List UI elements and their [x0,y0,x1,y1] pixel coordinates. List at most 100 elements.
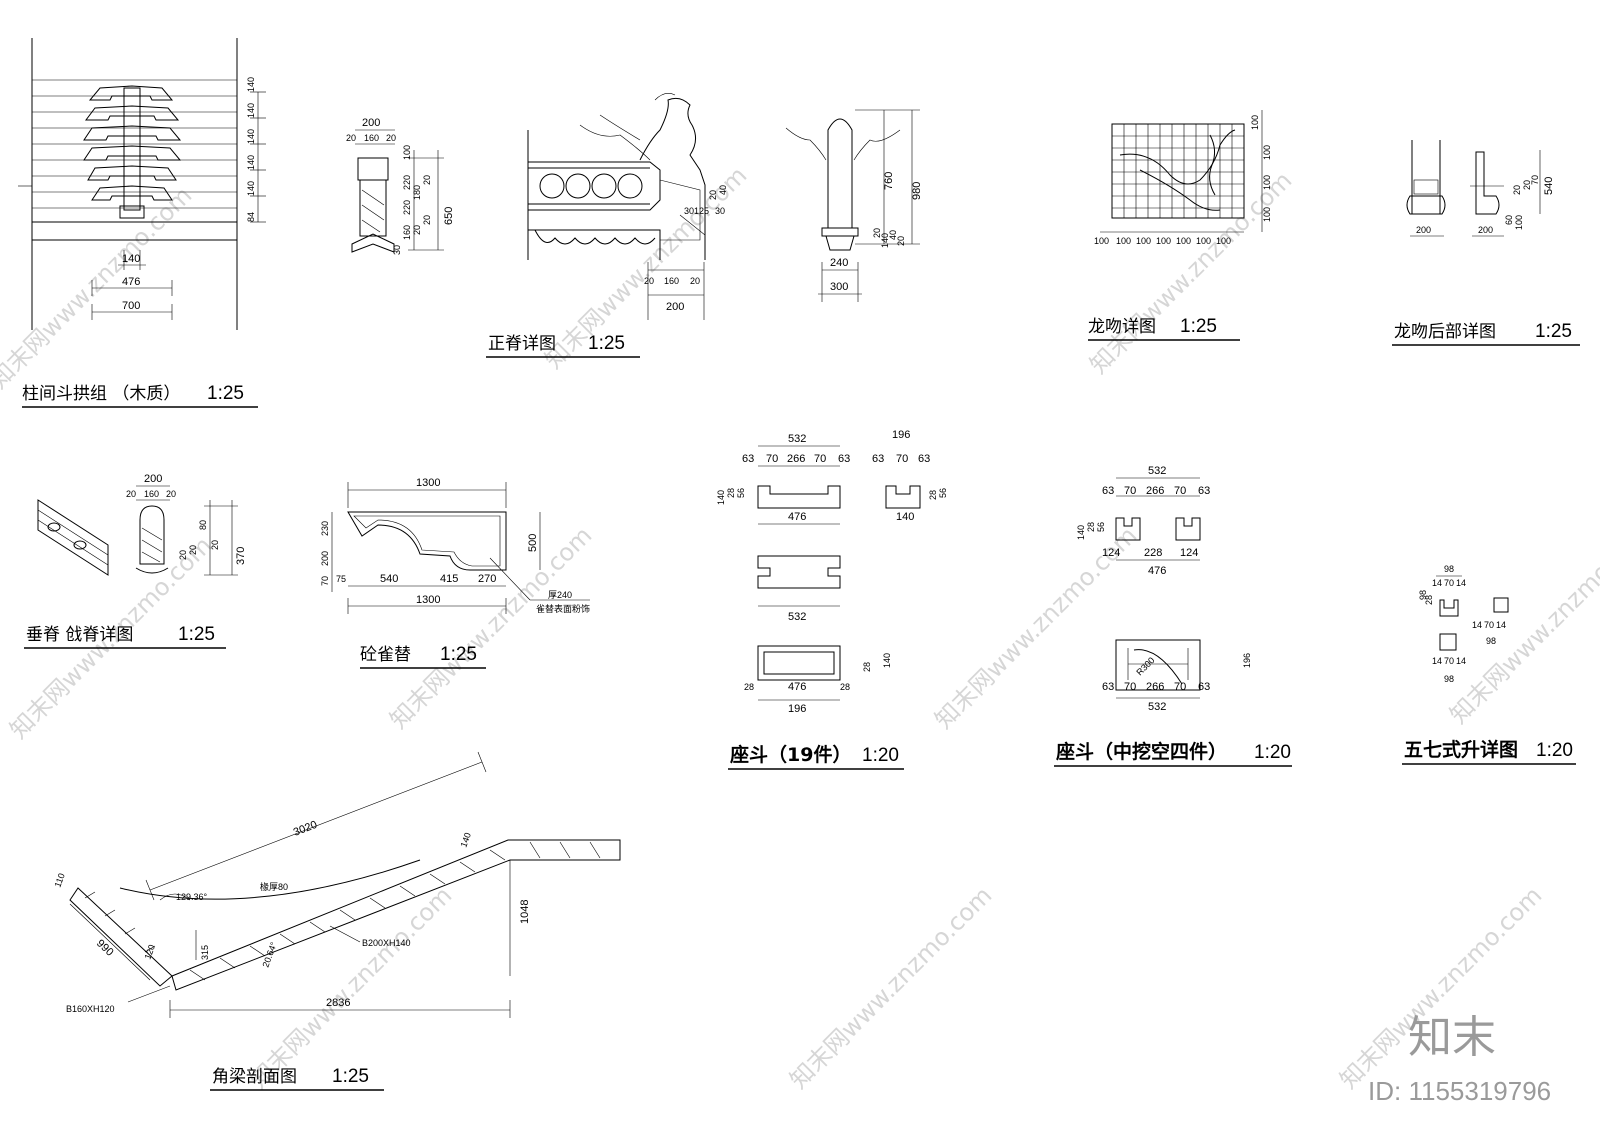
dim-label: 140 [246,77,256,92]
dim-label: 20 [126,489,136,499]
dim-label: 30 [715,206,725,216]
drawing-scale: 1:20 [1536,740,1573,761]
dim-label: 370 [235,547,247,565]
drawing-scale: 1:25 [440,644,477,665]
dim-label: 20 [872,228,882,238]
dim-label: 40 [718,185,728,195]
dim-label: 140 [246,181,256,196]
dim-label: 196 [892,429,910,441]
dim-label: 980 [911,182,923,200]
asset-id: ID: 1155319796 [1368,1076,1551,1106]
dim-label: 20 [188,545,198,555]
dim-label: 20 [896,236,906,246]
dim-label: 228 [1144,547,1162,559]
dim-label: 140 [122,253,140,265]
dim-label: 20 [690,276,700,286]
jiaoliang-drawing: 3020 110 990 120 129.36° 315 20.64° 140 … [52,751,621,1091]
dim-label: 20 [386,133,396,143]
dim-label: 63 [742,453,754,465]
dim-label: 270 [478,573,496,585]
dim-label: 20 [422,215,432,225]
dim-label: 20 [644,276,654,286]
dim-label: 63 [1102,485,1114,497]
dim-label: 160 [144,489,159,499]
dim-label: 3020 [292,819,319,839]
dim-label: 240 [830,257,848,269]
dim-label: 532 [1148,701,1166,713]
dim-label: 196 [1242,653,1252,668]
dim-label: 200 [320,551,330,566]
dim-label: 14 [1472,620,1482,630]
rafter-label: 椽厚80 [260,881,288,892]
dim-label: 476 [1148,565,1166,577]
dim-label: 200 [144,473,162,485]
note-text: 雀替表面粉饰 [536,603,590,614]
beam-label: B160XH120 [66,1004,115,1014]
dim-label: 100 [1136,236,1151,246]
dim-label: 160 [664,276,679,286]
dim-label: 220 [402,175,412,190]
dim-label: 300 [830,281,848,293]
dim-label: 63 [1102,681,1114,693]
note-text: 厚240 [548,590,572,600]
dim-label: 100 [1116,236,1131,246]
dim-label: 20 [210,540,220,550]
zuodou4-drawing: 532 63 70 266 70 63 140 28 56 124 228 12… [1054,465,1292,767]
dim-label: 70 [1484,620,1494,630]
dim-label: 100 [1094,236,1109,246]
dim-label: 700 [122,300,140,312]
watermark: 知末网www.znzmo.com [384,521,597,734]
dim-label: 70 [1444,578,1454,588]
dim-label: 30 [684,206,694,216]
dougong-drawing: 140 476 700 84 140 140 140 140 140 柱间斗拱组… [18,38,266,408]
dim-label: 220 [402,200,412,215]
dim-label: 63 [872,453,884,465]
queti-drawing: 1300 500 230 200 70 75 540 415 270 1300 … [320,477,590,669]
dim-label: 415 [440,573,458,585]
ridge-end-drawing: 760 980 20 140 40 20 240 300 [785,109,923,302]
dim-label: 100 [1514,215,1524,230]
chuiji-drawing: 200 20 160 20 80 20 20 370 20 垂脊 戗脊详图 1:… [24,473,247,649]
dim-label: 140 [880,233,890,248]
drawing-scale: 1:20 [862,745,899,766]
dim-label: 1048 [519,900,531,924]
zhengji-drawing: 20 160 20 200 20 40 30 125 30 正脊详图 1:25 [486,93,728,358]
drawing-scale: 1:25 [332,1066,369,1087]
dim-label: 28 [862,662,872,672]
dim-label: 120 [142,943,157,961]
longwen-drawing: 100 100 100 100 100 100 100 100 100 100 … [1088,110,1272,341]
dim-label: 129.36° [176,892,208,902]
watermark: 知末网www.znzmo.com [244,881,457,1094]
dim-label: 200 [666,301,684,313]
drawing-scale: 1:20 [1254,742,1291,763]
dim-label: R300 [1134,655,1156,677]
watermark: 知末网www.znzmo.com [1084,166,1297,379]
dim-label: 20 [422,175,432,185]
dim-label: 28 [840,682,850,692]
drawing-title: 正脊详图 [488,334,556,354]
dim-label: 200 [1478,225,1493,235]
dim-label: 20 [1512,185,1522,195]
dim-label: 28 [1086,522,1096,532]
dim-label: 1300 [416,594,440,606]
dim-label: 56 [938,488,948,498]
dim-label: 14 [1432,656,1442,666]
drawing-title: 柱间斗拱组 （木质） [22,384,180,404]
drawing-title: 龙吻详图 [1088,317,1156,337]
dim-label: 160 [402,225,412,240]
dim-label: 98 [1418,590,1428,600]
dim-label: 28 [928,490,938,500]
dim-label: 476 [122,276,140,288]
dim-label: 315 [200,945,210,960]
brand-logo: 知末 [1408,1012,1496,1063]
dim-label: 98 [1486,636,1496,646]
dim-label: 100 [1156,236,1171,246]
dim-label: 532 [788,611,806,623]
dim-label: 540 [1543,177,1555,195]
dim-label: 70 [1530,175,1540,185]
dim-label: 20 [178,550,188,560]
dim-label: 140 [716,490,726,505]
dim-label: 70 [1124,681,1136,693]
dim-label: 14 [1456,578,1466,588]
